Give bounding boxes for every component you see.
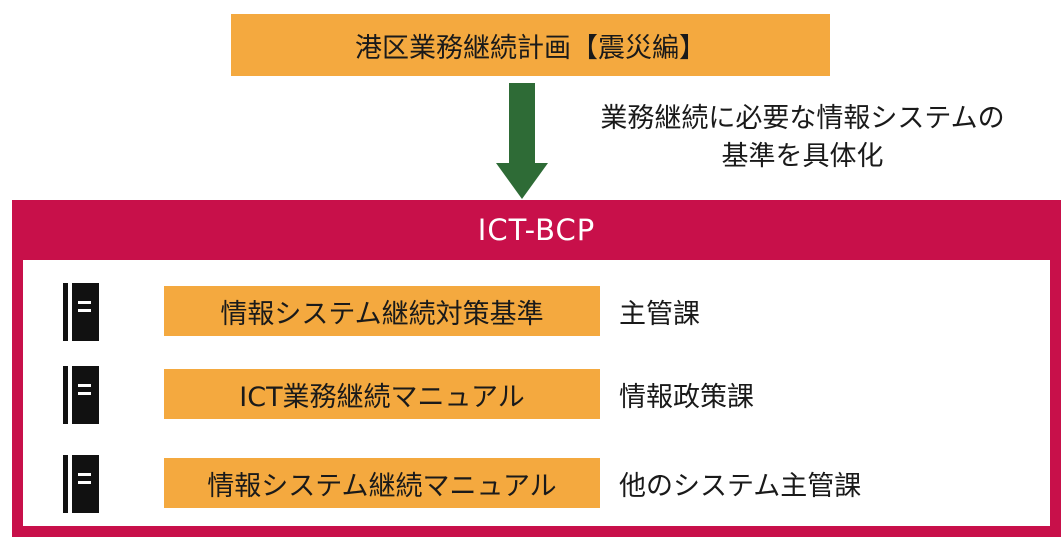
bcp-plan-label: 港区業務継続計画【震災編】 <box>355 32 706 64</box>
arrow-annotation-line-1: 業務継続に必要な情報システムの <box>600 103 1005 134</box>
document-row: 情報システム継続対策基準 主管課 <box>23 283 1050 343</box>
arrow-annotation-line-2: 基準を具体化 <box>721 141 884 172</box>
document-name-box: ICT業務継続マニュアル <box>164 369 600 419</box>
down-arrow-icon <box>496 83 548 199</box>
document-owner: 情報政策課 <box>619 381 754 413</box>
document-owner: 他のシステム主管課 <box>619 470 862 502</box>
document-row: ICT業務継続マニュアル 情報政策課 <box>23 366 1050 426</box>
ict-bcp-document-list: 情報システム継続対策基準 主管課 ICT業務継続マニュアル 情報政策課 <box>23 260 1050 526</box>
ict-bcp-frame: ICT-BCP 情報システム継続対策基準 主管課 ICT業務継続マニュアル <box>12 200 1061 537</box>
document-row: 情報システム継続マニュアル 他のシステム主管課 <box>23 455 1050 515</box>
document-owner: 主管課 <box>619 298 700 330</box>
document-name: ICT業務継続マニュアル <box>239 381 525 413</box>
document-name-box: 情報システム継続対策基準 <box>164 286 600 336</box>
document-icon <box>63 366 99 424</box>
document-name: 情報システム継続マニュアル <box>207 470 557 502</box>
document-name: 情報システム継続対策基準 <box>220 298 544 330</box>
ict-bcp-title: ICT-BCP <box>477 213 596 247</box>
document-name-box: 情報システム継続マニュアル <box>164 458 600 508</box>
document-icon <box>63 283 99 341</box>
document-icon <box>63 455 99 513</box>
bcp-plan-box: 港区業務継続計画【震災編】 <box>231 14 830 76</box>
arrow-annotation: 業務継続に必要な情報システムの 基準を具体化 <box>580 100 1025 176</box>
